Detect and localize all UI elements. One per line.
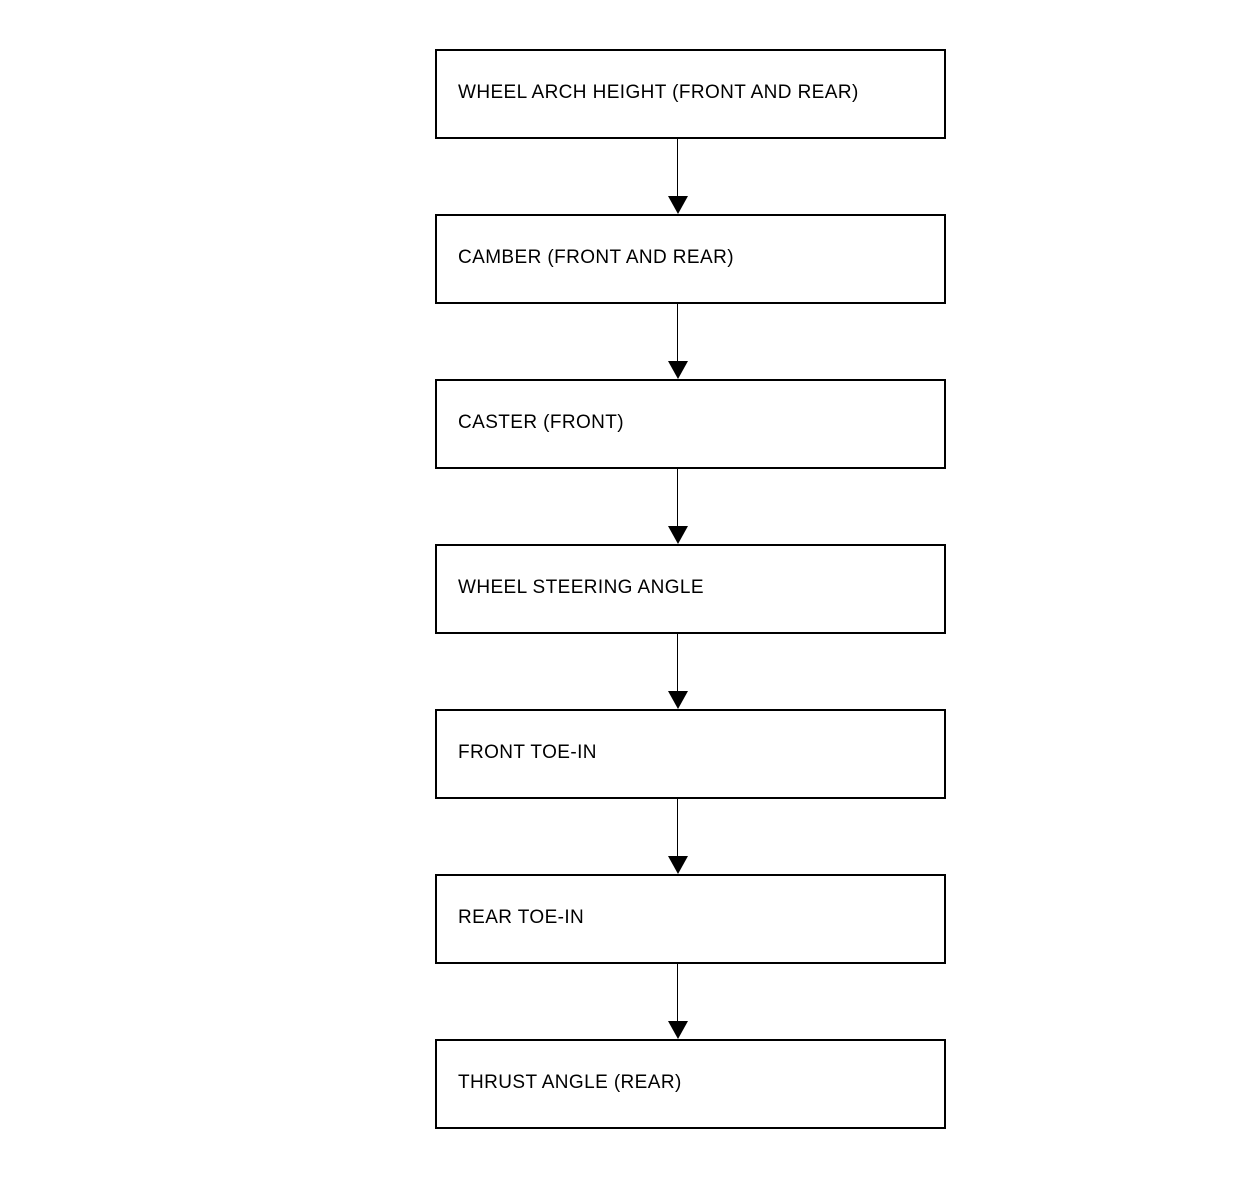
- connector-line: [677, 634, 678, 693]
- connector-line: [677, 799, 678, 858]
- down-arrow-icon: [668, 856, 688, 874]
- flowchart-node-column: WHEEL ARCH HEIGHT (FRONT AND REAR) CAMBE…: [435, 49, 946, 1129]
- down-arrow-icon: [668, 1021, 688, 1039]
- connector-line: [677, 139, 678, 198]
- flowchart-node-front-toe-in[interactable]: FRONT TOE-IN: [435, 709, 946, 799]
- connector-line: [677, 304, 678, 363]
- connector-line: [677, 469, 678, 528]
- flowchart-connector-arrow-1: [435, 139, 946, 214]
- flowchart-node-thrust-angle[interactable]: THRUST ANGLE (REAR): [435, 1039, 946, 1129]
- flowchart-node-wheel-arch-height[interactable]: WHEEL ARCH HEIGHT (FRONT AND REAR): [435, 49, 946, 139]
- flowchart-connector-arrow-5: [435, 799, 946, 874]
- flowchart-node-label: WHEEL ARCH HEIGHT (FRONT AND REAR): [458, 82, 859, 103]
- flowchart-node-label: CAMBER (FRONT AND REAR): [458, 247, 734, 268]
- down-arrow-icon: [668, 691, 688, 709]
- down-arrow-icon: [668, 196, 688, 214]
- connector-line: [677, 964, 678, 1023]
- flowchart-node-label: FRONT TOE-IN: [458, 742, 597, 763]
- flowchart-node-label: CASTER (FRONT): [458, 412, 625, 433]
- flowchart-node-label: REAR TOE-IN: [458, 907, 585, 928]
- flowchart-node-rear-toe-in[interactable]: REAR TOE-IN: [435, 874, 946, 964]
- flowchart-connector-arrow-6: [435, 964, 946, 1039]
- flowchart-connector-arrow-3: [435, 469, 946, 544]
- flowchart-connector-arrow-4: [435, 634, 946, 709]
- flowchart-node-caster[interactable]: CASTER (FRONT): [435, 379, 946, 469]
- flowchart-connector-arrow-2: [435, 304, 946, 379]
- flowchart-node-wheel-steering-angle[interactable]: WHEEL STEERING ANGLE: [435, 544, 946, 634]
- flowchart-node-camber[interactable]: CAMBER (FRONT AND REAR): [435, 214, 946, 304]
- flowchart-node-label: THRUST ANGLE (REAR): [458, 1072, 682, 1093]
- down-arrow-icon: [668, 526, 688, 544]
- down-arrow-icon: [668, 361, 688, 379]
- flowchart-node-label: WHEEL STEERING ANGLE: [458, 577, 704, 598]
